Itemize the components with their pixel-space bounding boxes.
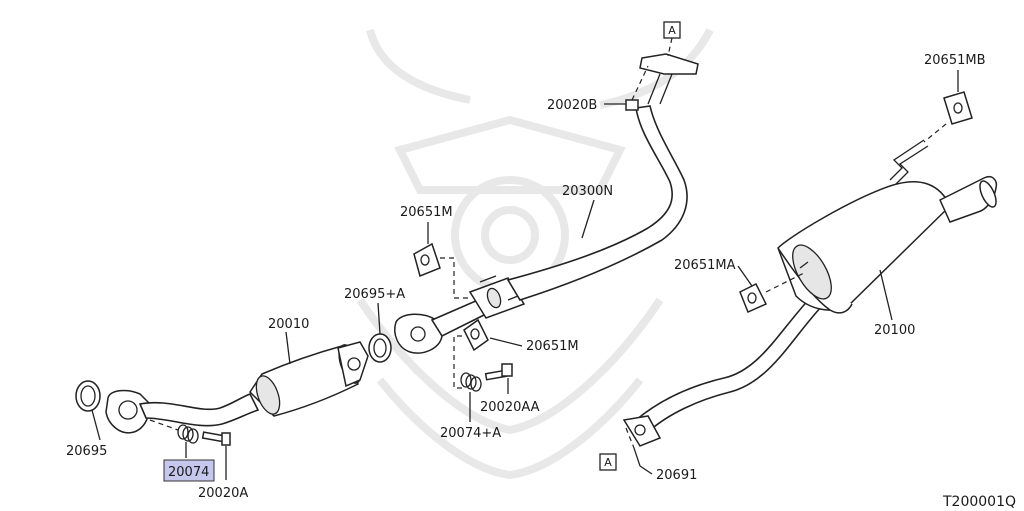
label-20300N[interactable]: 20300N [562,184,613,199]
label-20074A[interactable]: 20074+A [440,426,501,441]
bolt-20691 [625,427,653,475]
mount-20651MB [923,70,973,143]
muffler-20100 [622,139,998,447]
leader-20100 [879,269,893,321]
gasket-20695 [75,380,101,441]
bolt-20020AA [484,363,513,394]
spring-20074 [149,419,199,458]
leader-20300N [581,199,595,239]
label-20651MA[interactable]: 20651MA [674,258,736,273]
label-20695[interactable]: 20695 [66,444,107,459]
label-20651M-bottom[interactable]: 20651M [526,339,579,354]
label-20020AA[interactable]: 20020AA [480,400,540,415]
label-20651MB[interactable]: 20651MB [924,53,986,68]
connector-a-bottom: A [599,453,617,471]
connector-a-bottom-label: A [604,456,612,469]
bolt-20020B [604,65,649,111]
highlight-box-20074 [163,459,215,482]
mount-20651MA [737,265,807,314]
mount-20651M-bottom [453,318,523,389]
label-20010[interactable]: 20010 [268,317,309,332]
connector-a-top: A [663,21,681,39]
center-pipe-20300N [368,37,699,363]
bolt-20020A [201,431,231,480]
label-20020B[interactable]: 20020B [547,98,597,113]
label-20020A[interactable]: 20020A [198,486,248,501]
front-pipe-20010 [105,341,369,434]
label-20691[interactable]: 20691 [656,468,697,483]
label-20651M-top[interactable]: 20651M [400,205,453,220]
label-20100[interactable]: 20100 [874,323,915,338]
label-20074[interactable]: 20074 [168,465,209,480]
leader-20010 [285,331,291,365]
connector-a-top-label: A [668,24,676,37]
spring-20074A [460,372,482,422]
figure-code: T200001Q [942,494,1016,510]
label-20695A[interactable]: 20695+A [344,287,405,302]
mount-20651M-top [413,222,470,299]
